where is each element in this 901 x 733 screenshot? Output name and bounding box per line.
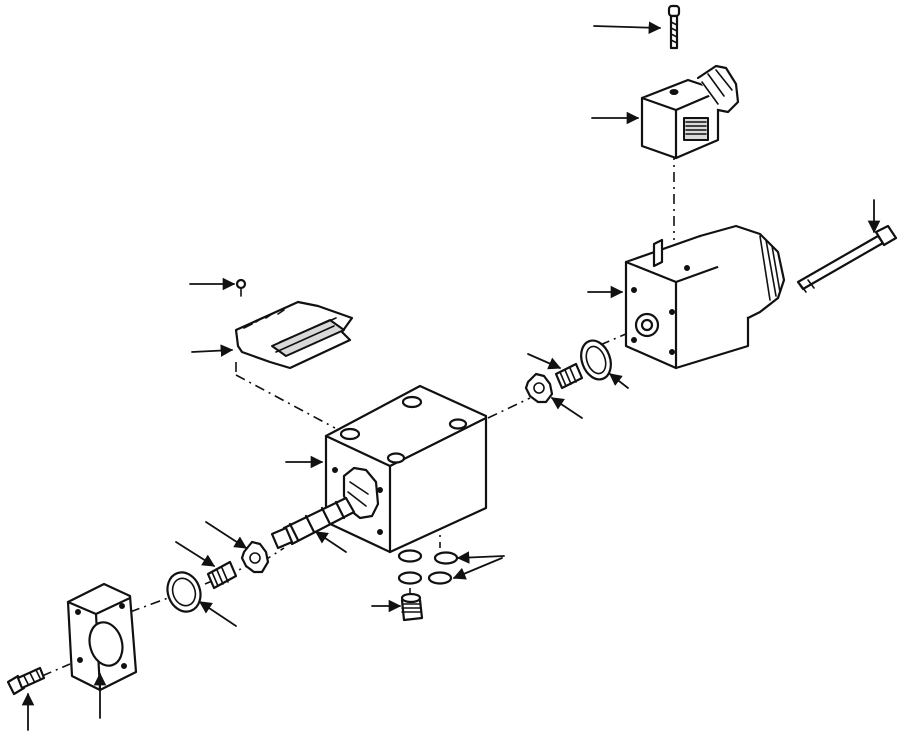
leader-arrows — [21, 21, 881, 731]
spring-left — [206, 560, 238, 590]
leader-screw-top — [593, 21, 662, 34]
cover-plate-top — [234, 300, 354, 370]
leader-o-ring-bottom-b — [452, 557, 503, 580]
leader-spring-seat-left — [205, 521, 248, 549]
leader-spool — [314, 531, 347, 553]
plug-bottom — [400, 592, 424, 622]
connector-plug — [640, 64, 740, 160]
retaining-ring-right — [580, 339, 612, 381]
spring-seat-left — [240, 540, 270, 574]
spring-seat-right — [524, 372, 554, 404]
center-lines — [41, 150, 675, 677]
end-cap — [66, 582, 138, 692]
leader-o-ring-bottom-a — [456, 551, 505, 564]
o-rings-bottom — [397, 549, 459, 585]
cap-screw — [6, 666, 46, 696]
solenoid-housing — [624, 224, 786, 370]
leader-spring-right — [527, 353, 562, 370]
tie-rod-bolt — [796, 224, 898, 293]
leader-spring-left — [175, 541, 216, 567]
leader-spring-seat-right — [550, 397, 583, 419]
cover-screw-top — [235, 278, 247, 297]
spring-right — [554, 362, 584, 390]
screw-top — [667, 4, 681, 50]
valve-body — [324, 384, 488, 554]
leader-cover-plate-top — [191, 344, 234, 357]
leader-o-ring-left — [198, 601, 237, 627]
o-ring-left — [166, 571, 202, 613]
leader-retaining-ring-right — [609, 373, 629, 389]
spool — [270, 496, 356, 550]
